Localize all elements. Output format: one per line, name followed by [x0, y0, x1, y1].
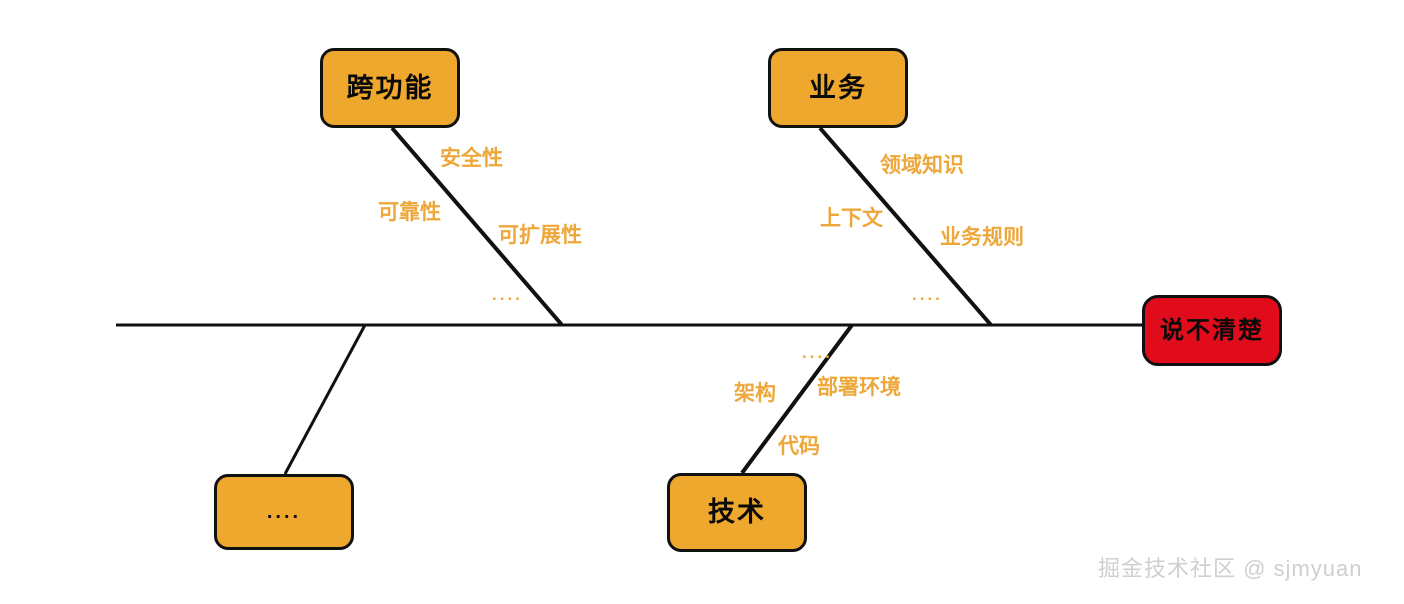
category-label-business: 业务 [809, 72, 867, 103]
cause-label-cross-functional-more: .... [492, 285, 523, 304]
category-box-more[interactable]: .... [214, 474, 354, 550]
category-box-business[interactable]: 业务 [768, 48, 908, 128]
cause-label-code: 代码 [778, 435, 820, 458]
category-box-cross-functional[interactable]: 跨功能 [320, 48, 460, 128]
problem-statement-box[interactable]: 说不清楚 [1142, 295, 1282, 366]
cause-label-context: 上下文 [820, 207, 883, 230]
cause-label-scalability: 可扩展性 [498, 224, 582, 247]
category-label-more: .... [266, 501, 302, 523]
watermark-text: 掘金技术社区 @ sjmyuan [1098, 556, 1363, 581]
branch-line-cross-functional [390, 126, 564, 327]
problem-statement-label: 说不清楚 [1160, 316, 1264, 344]
category-label-cross-functional: 跨功能 [346, 72, 434, 103]
cause-label-reliability: 可靠性 [378, 201, 441, 224]
cause-label-domain-knowledge: 领域知识 [880, 154, 964, 177]
cause-label-security: 安全性 [440, 147, 503, 170]
branch-line-technology [740, 323, 854, 475]
category-label-technology: 技术 [708, 497, 766, 527]
branch-line-business [818, 126, 993, 327]
cause-label-technology-more: .... [802, 343, 833, 362]
cause-label-deployment-environment: 部署环境 [817, 376, 901, 399]
cause-label-business-more: .... [912, 285, 943, 304]
cause-label-architecture: 架构 [734, 382, 776, 405]
category-box-technology[interactable]: 技术 [667, 473, 807, 552]
branch-line-more [283, 324, 367, 475]
cause-label-business-rules: 业务规则 [940, 226, 1024, 249]
